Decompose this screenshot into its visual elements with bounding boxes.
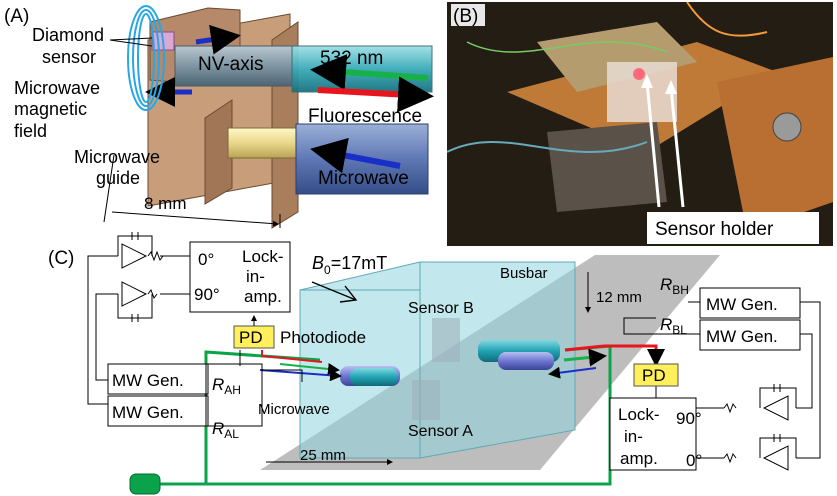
panel-a: (A) (4, 5, 434, 229)
pointer-head-1 (641, 74, 653, 88)
right-phase-0: 0° (686, 451, 702, 470)
left-lockin-1: Lock- (242, 247, 284, 266)
left-mw-gen-2: MW Gen. (112, 403, 184, 422)
label-25mm: 25 mm (300, 447, 346, 464)
fiber-connector (129, 473, 161, 495)
holder-b (432, 318, 460, 362)
pointer-arrow-2 (669, 87, 685, 208)
left-phase-90: 90° (194, 285, 220, 304)
right-lockin-2: in- (624, 427, 643, 446)
panel-b-illustration: Sensor holder (B) (447, 2, 833, 246)
laser-spot (633, 68, 645, 80)
holder-a (412, 380, 440, 420)
microwave-arrow (310, 137, 401, 174)
label-photodiode: Photodiode (280, 328, 366, 347)
fluorescence-arrow-a (261, 350, 323, 363)
mw-connector (227, 127, 299, 159)
b0-arrow (311, 281, 358, 303)
label-nv-axis: NV-axis (198, 54, 263, 75)
label-sensor-b: Sensor B (408, 300, 474, 317)
label-guide-1: Microwave (74, 147, 160, 167)
label-sensor-a: Sensor A (408, 423, 473, 440)
label-532nm: 532 nm (320, 48, 383, 69)
pd-left-label: PD (239, 328, 263, 347)
label-mw-field-1: Microwave (14, 78, 100, 98)
label-busbar: Busbar (500, 265, 548, 282)
label-12mm: 12 mm (596, 289, 642, 306)
right-mw-gen-1: MW Gen. (706, 295, 778, 314)
label-diamond-1: Diamond (32, 25, 104, 45)
panel-b-tag: (B) (453, 6, 478, 27)
mw-magnetic-field-arcs (127, 5, 165, 111)
panel-a-tag: (A) (4, 6, 29, 27)
metal-clamp-top (537, 22, 697, 92)
pointer-head-2 (665, 80, 677, 94)
label-r-al: RAL (212, 419, 239, 441)
diamond-leader-lines (109, 37, 153, 47)
scale-bar (111, 211, 279, 227)
wood-plate-lower (204, 99, 233, 205)
fiber-cylinder-a (350, 368, 398, 386)
sensor-holder-box (647, 212, 819, 244)
label-guide-2: guide (96, 168, 140, 188)
label-mw-field-3: field (14, 121, 47, 141)
label-microwave-c: Microwave (258, 401, 330, 418)
right-phase-90: 90° (676, 409, 702, 428)
laser-arrow-a (279, 363, 340, 375)
metal-bracket (547, 122, 667, 212)
fluorescence-arrow (317, 76, 434, 113)
laser-arrow-b (563, 348, 607, 367)
label-8mm: 8 mm (144, 194, 187, 213)
left-mw-gen-1: MW Gen. (112, 371, 184, 390)
wire-orange (686, 2, 768, 37)
left-electronics (87, 232, 303, 427)
mw-arrow-bside (548, 366, 597, 379)
fluorescence-arrow-b (604, 344, 665, 367)
panel-b-photo: Sensor holder (B) (447, 2, 833, 246)
left-lockin-3: amp. (244, 287, 282, 306)
label-diamond-2: sensor (42, 47, 96, 67)
fluorescence-line-b (564, 344, 605, 352)
right-lockin-3: amp. (620, 449, 658, 468)
mw-arrow-top (195, 24, 241, 55)
pd-right (633, 363, 679, 387)
panel-c-tag: (C) (48, 248, 74, 269)
copper-board-right (717, 57, 833, 232)
label-r-bh: RBH (660, 275, 689, 297)
panel-c: (C) Busbar 12 mm Sensor B Se (48, 232, 821, 495)
wire-blue (447, 141, 648, 153)
mw-cylinder-a (498, 352, 554, 370)
left-phase-0: 0° (198, 250, 214, 269)
label-mw-field-2: magnetic (14, 99, 87, 119)
mw-arrow-a (259, 369, 342, 382)
sensor-holder-label: Sensor holder (655, 219, 774, 240)
wire-green (466, 41, 668, 53)
label-fluorescence: Fluorescence (308, 106, 422, 127)
right-mw-gen-2: MW Gen. (706, 327, 778, 346)
left-lockin-2: in- (246, 267, 265, 286)
panel-b-tag-bg (451, 4, 485, 26)
screw (772, 112, 802, 142)
pd-right-label: PD (642, 366, 666, 385)
label-r-ah: RAH (212, 375, 241, 397)
label-b0: B0=17mT (312, 253, 387, 277)
pointer-arrow-1 (645, 81, 661, 208)
right-lockin-1: Lock- (618, 405, 660, 424)
label-r-bl: RBL (660, 315, 687, 337)
scale-tick-left (103, 154, 115, 223)
label-microwave: Microwave (318, 168, 409, 189)
right-electronics (609, 287, 821, 471)
